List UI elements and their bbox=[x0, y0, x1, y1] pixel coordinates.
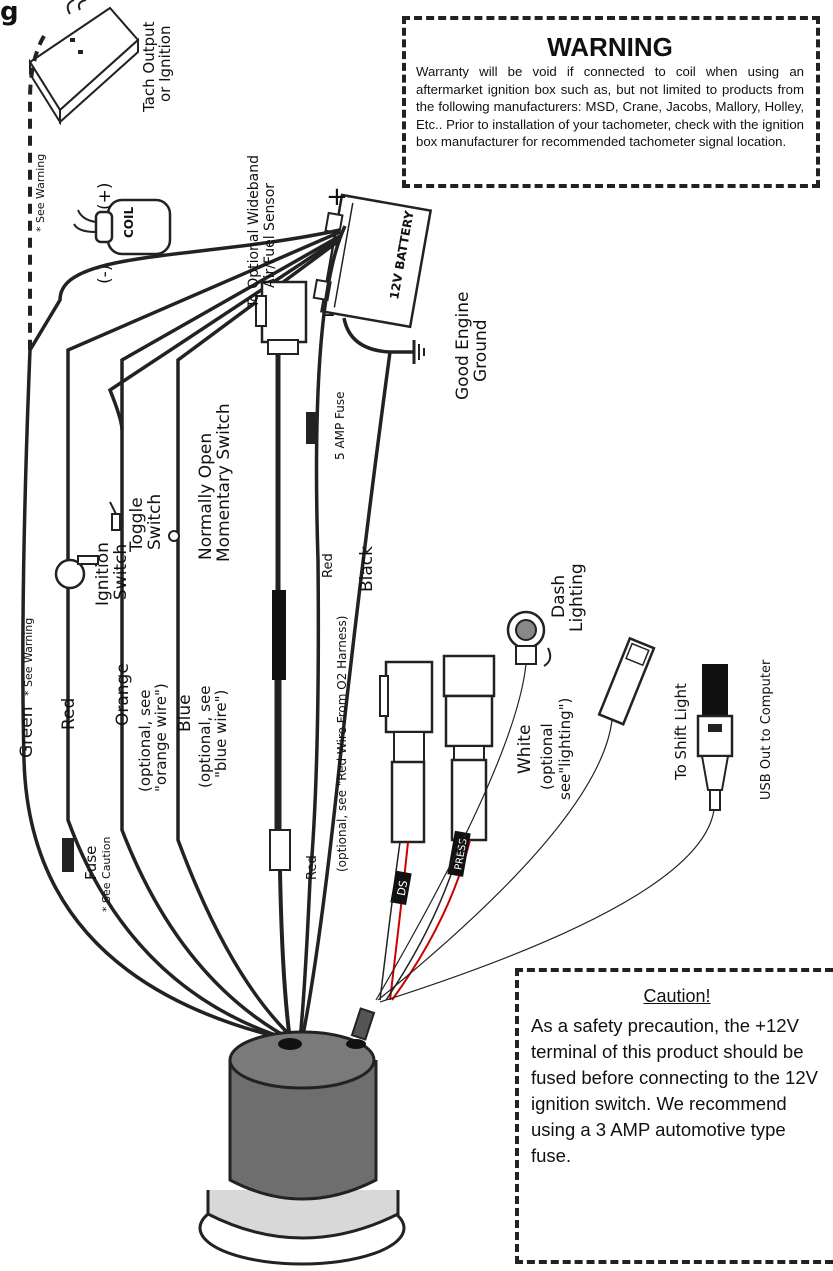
momentary-label-2: Momentary Switch bbox=[214, 403, 234, 562]
red-o2-label: (optional, see "Red Wire From O2 Harness… bbox=[335, 616, 349, 872]
ignition-label-1: Ignition bbox=[93, 542, 113, 606]
ignition-label-2: Switch bbox=[111, 544, 131, 600]
shift-light-label: To Shift Light bbox=[672, 683, 690, 781]
main-wires bbox=[21, 225, 392, 1042]
ground-symbol bbox=[412, 340, 425, 364]
orange-label: Orange bbox=[113, 663, 133, 726]
wideband-label-2: Air/Fuel Sensor bbox=[262, 183, 278, 288]
green-wire bbox=[21, 228, 341, 1042]
tach-output-label-2: or Ignition bbox=[156, 26, 174, 102]
fuse-5amp-label: 5 AMP Fuse bbox=[333, 391, 347, 460]
blue-opt-label-1: (optional, see bbox=[196, 686, 214, 788]
black-label: Black bbox=[357, 546, 377, 592]
press-tag-text: PRESS bbox=[453, 838, 469, 871]
warning-text: Warranty will be void if connected to co… bbox=[416, 64, 804, 149]
usb-label: USB Out to Computer bbox=[759, 659, 774, 800]
coil-plus-label: (+) bbox=[95, 182, 115, 210]
dash-lighting-bulb bbox=[506, 610, 552, 667]
coil-label: COIL bbox=[122, 207, 136, 238]
blue-wire bbox=[176, 238, 342, 1042]
see-warning-top: * See Warning bbox=[34, 154, 47, 232]
caution-box: Caution! As a safety precaution, the +12… bbox=[515, 968, 833, 1264]
battery-plus-label: + bbox=[326, 182, 348, 212]
ds-sender bbox=[379, 660, 434, 1001]
caution-title: Caution! bbox=[643, 986, 711, 1006]
fuse-label: Fuse bbox=[82, 846, 100, 880]
orange-wire bbox=[120, 234, 341, 1042]
dash-label-1: Dash bbox=[549, 575, 569, 618]
tach-dashed-wire bbox=[28, 34, 46, 350]
orange-opt-label-1: (optional, see bbox=[136, 690, 154, 792]
battery bbox=[312, 193, 433, 329]
ds-tag-text: DS bbox=[395, 879, 410, 896]
black-wire bbox=[300, 351, 392, 1041]
header-fragment: g bbox=[0, 0, 19, 27]
ds-tag: DS bbox=[390, 870, 412, 905]
toggle-label-2: Switch bbox=[145, 494, 165, 550]
blue-opt-label-2: "blue wire") bbox=[212, 690, 230, 778]
shift-light-connector bbox=[597, 636, 656, 726]
tach-output-label-1: Tach Output bbox=[140, 21, 158, 113]
wideband-label-1: To Optional Wideband bbox=[246, 155, 262, 309]
usb-connector bbox=[696, 664, 734, 811]
dash-label-2: Lighting bbox=[567, 563, 587, 632]
momentary-label-1: Normally Open bbox=[196, 433, 216, 560]
gauge-body bbox=[198, 1007, 406, 1266]
wideband-connector bbox=[255, 280, 308, 1041]
warning-title: WARNING bbox=[547, 32, 673, 62]
red-bottom-label: Red bbox=[305, 855, 320, 880]
ignition-coil bbox=[73, 198, 172, 256]
red-fuse-wire bbox=[298, 225, 347, 1041]
green-label: Green bbox=[17, 707, 37, 758]
ignition-switch bbox=[54, 555, 99, 590]
warning-box: WARNING Warranty will be void if connect… bbox=[402, 16, 820, 188]
blue-label: Blue bbox=[175, 694, 195, 732]
white-opt-label-2: see"lighting") bbox=[556, 698, 574, 800]
white-opt-label-1: (optional bbox=[538, 723, 556, 790]
red-wire-label: Red bbox=[59, 698, 79, 730]
red-wire bbox=[66, 230, 341, 1042]
toggle-switch bbox=[109, 501, 121, 531]
fuse-5amp bbox=[306, 412, 316, 444]
toggle-wire bbox=[107, 236, 341, 431]
fuse-3amp bbox=[62, 838, 74, 872]
momentary-switch bbox=[168, 530, 180, 542]
toggle-label-1: Toggle bbox=[127, 497, 147, 553]
white-label: White bbox=[515, 725, 535, 774]
press-tag: PRESS bbox=[447, 830, 471, 877]
ground-label-1: Good Engine bbox=[453, 292, 473, 400]
tach-output-box bbox=[28, 0, 140, 126]
red-top-label: Red bbox=[321, 553, 336, 578]
orange-opt-label-2: "orange wire") bbox=[152, 683, 170, 792]
ground-label-2: Ground bbox=[471, 319, 491, 382]
green-warning-label: * See Warning bbox=[22, 618, 35, 696]
coil-minus-label: (-) bbox=[95, 265, 115, 284]
thin-wires bbox=[375, 663, 715, 1003]
see-caution-label: * See Caution bbox=[100, 836, 113, 912]
caution-text: As a safety precaution, the +12V termina… bbox=[531, 1015, 818, 1166]
